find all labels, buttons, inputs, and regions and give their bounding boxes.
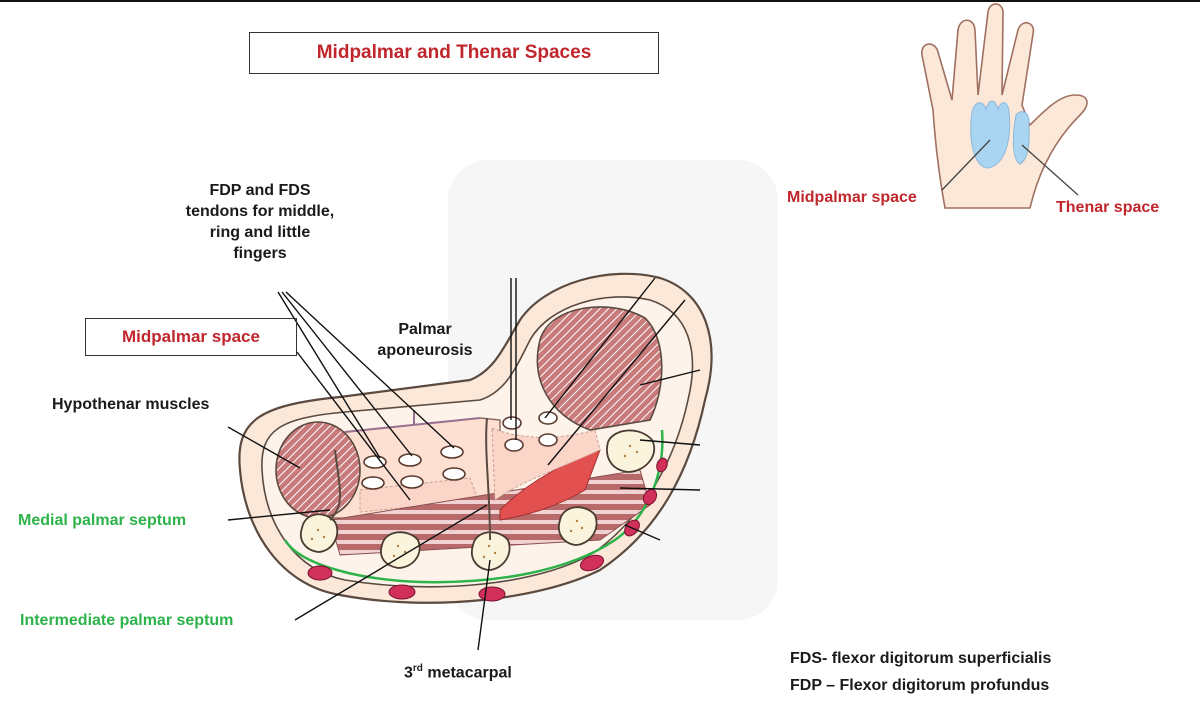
palmar-aponeurosis-line-1: Palmar — [398, 321, 452, 338]
intermediate-septum-leader — [294, 504, 488, 621]
tendons-label-line-2: tendons for middle, — [185, 203, 335, 220]
midpalmar-space-region — [359, 477, 479, 513]
midpalmar-space-label-box: Midpalmar space — [85, 318, 297, 356]
metacarpal-text: metacarpal — [422, 664, 512, 682]
flexor-tendons — [361, 411, 558, 490]
metacarpal-label: 3rd metacarpal — [404, 658, 512, 683]
hand-midpalmar-pointer — [941, 139, 991, 191]
leader-lines — [227, 277, 701, 651]
thenar-space-leader — [547, 299, 686, 466]
page-title-text: Midpalmar and Thenar Spaces — [316, 42, 592, 63]
metacarpal-number: 3 — [404, 664, 413, 682]
medial-septum-leader — [227, 509, 331, 521]
midpalmar-leader — [296, 351, 411, 501]
hypothenar-muscles-label: Hypothenar muscles — [52, 396, 210, 413]
tendon-leader-3 — [277, 291, 381, 459]
medial-palmar-septum — [329, 449, 341, 521]
tendon-leader-2 — [285, 291, 455, 449]
interossei-leader — [624, 524, 661, 541]
dorsal-vessels — [307, 457, 668, 602]
thenar-muscles — [536, 306, 663, 431]
tendons-label-line-4: fingers — [233, 245, 287, 262]
top-border — [0, 0, 1200, 2]
thenar-leader-1 — [544, 277, 656, 419]
metacarpal-ordinal: rd — [412, 663, 423, 674]
palmar-aponeurosis-label: Palmar aponeurosis — [350, 319, 500, 361]
hand-thenar-label: Thenar space — [1056, 199, 1160, 216]
hypothenar-leader — [227, 426, 301, 469]
legend-fdp: FDP – Flexor digitorum profundus — [790, 677, 1050, 694]
bone-marrow-dots — [310, 444, 639, 559]
medial-palmar-septum-label: Medial palmar septum — [18, 512, 187, 529]
bone-leader — [639, 439, 701, 446]
intermediate-palmar-septum — [485, 417, 491, 541]
thenar-muscle-leader — [639, 369, 701, 386]
tendons-label: FDP and FDS tendons for middle, ring and… — [150, 180, 370, 264]
tendons-label-line-3: ring and little — [209, 224, 311, 241]
hypothenar-muscles — [275, 421, 361, 519]
tendons-label-line-1: FDP and FDS — [209, 182, 311, 199]
palmar-aponeurosis — [344, 417, 481, 433]
page-title: Midpalmar and Thenar Spaces — [249, 32, 659, 74]
palm-cross-section — [238, 272, 713, 604]
intermediate-palmar-septum-label: Intermediate palmar septum — [20, 612, 234, 629]
hand-midpalmar-label: Midpalmar space — [787, 189, 917, 206]
legend-fds: FDS- flexor digitorum superficialis — [790, 650, 1052, 667]
tendon-leader-1 — [281, 291, 413, 457]
adductor-leader — [619, 487, 701, 491]
palmar-aponeurosis-line-2: aponeurosis — [377, 342, 473, 359]
hand-inset-illustration — [921, 3, 1088, 209]
metacarpal-leader — [477, 559, 491, 651]
adductor-pollicis — [499, 449, 601, 521]
hand-midpalmar-space — [970, 100, 1011, 169]
midpalmar-space-label: Midpalmar space — [122, 327, 260, 346]
hand-thenar-pointer — [1021, 144, 1079, 196]
